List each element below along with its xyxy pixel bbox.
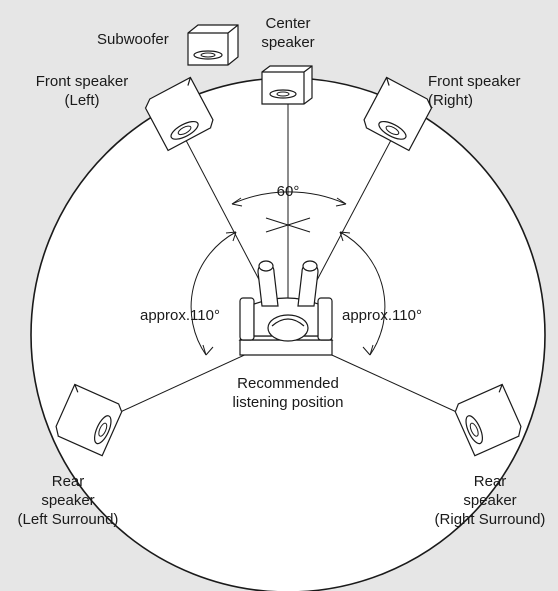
- rear-left-speaker-icon: [55, 383, 123, 457]
- rear-left-label-line-3: (Left Surround): [17, 511, 119, 528]
- subwoofer-icon: [187, 24, 239, 66]
- rear-right-label-line-3: (Right Surround): [434, 511, 546, 528]
- front-left-speaker-icon: [144, 76, 214, 152]
- center-speaker-label: Center speaker: [250, 14, 326, 52]
- front-left-label: Front speaker (Left): [24, 72, 140, 110]
- listener-in-chair-icon: [238, 260, 334, 356]
- listening-position-label: Recommended listening position: [214, 374, 362, 412]
- front-left-label-line-2: (Left): [64, 92, 100, 109]
- listening-label-line-2: listening position: [232, 394, 344, 411]
- angle-110-right-arc: [339, 231, 386, 356]
- rear-left-label-line-2: speaker: [41, 492, 95, 509]
- rear-left-label: Rear speaker (Left Surround): [6, 472, 130, 529]
- front-right-label-line-1: Front speaker: [428, 73, 521, 90]
- angle-110-left-text: approx.110°: [140, 307, 220, 324]
- listening-label-line-1: Recommended: [237, 375, 339, 392]
- angle-60-text: 60°: [276, 183, 300, 200]
- angle-110-right-text: approx.110°: [342, 307, 422, 324]
- angle-110-left-label: approx.110°: [140, 306, 220, 325]
- rear-right-label-line-2: speaker: [463, 492, 517, 509]
- front-right-label: Front speaker (Right): [428, 72, 544, 110]
- rear-right-speaker-icon: [454, 383, 522, 457]
- subwoofer-label: Subwoofer: [97, 30, 169, 49]
- intersection-mark: [265, 217, 311, 233]
- angle-60-arc: [231, 191, 347, 207]
- rear-right-label: Rear speaker (Right Surround): [424, 472, 556, 529]
- subwoofer-label-text: Subwoofer: [97, 31, 169, 48]
- center-label-line-1: Center: [265, 15, 311, 32]
- angle-110-right-label: approx.110°: [342, 306, 422, 325]
- rear-right-label-line-1: Rear: [473, 473, 507, 490]
- angle-110-left-arc: [190, 231, 237, 356]
- center-label-line-2: speaker: [261, 34, 315, 51]
- rear-left-label-line-1: Rear: [51, 473, 85, 490]
- front-left-label-line-1: Front speaker: [35, 73, 129, 90]
- center-speaker-icon: [261, 65, 313, 105]
- front-right-label-line-2: (Right): [428, 92, 474, 109]
- front-right-speaker-icon: [363, 76, 433, 152]
- angle-60-label: 60°: [268, 182, 308, 201]
